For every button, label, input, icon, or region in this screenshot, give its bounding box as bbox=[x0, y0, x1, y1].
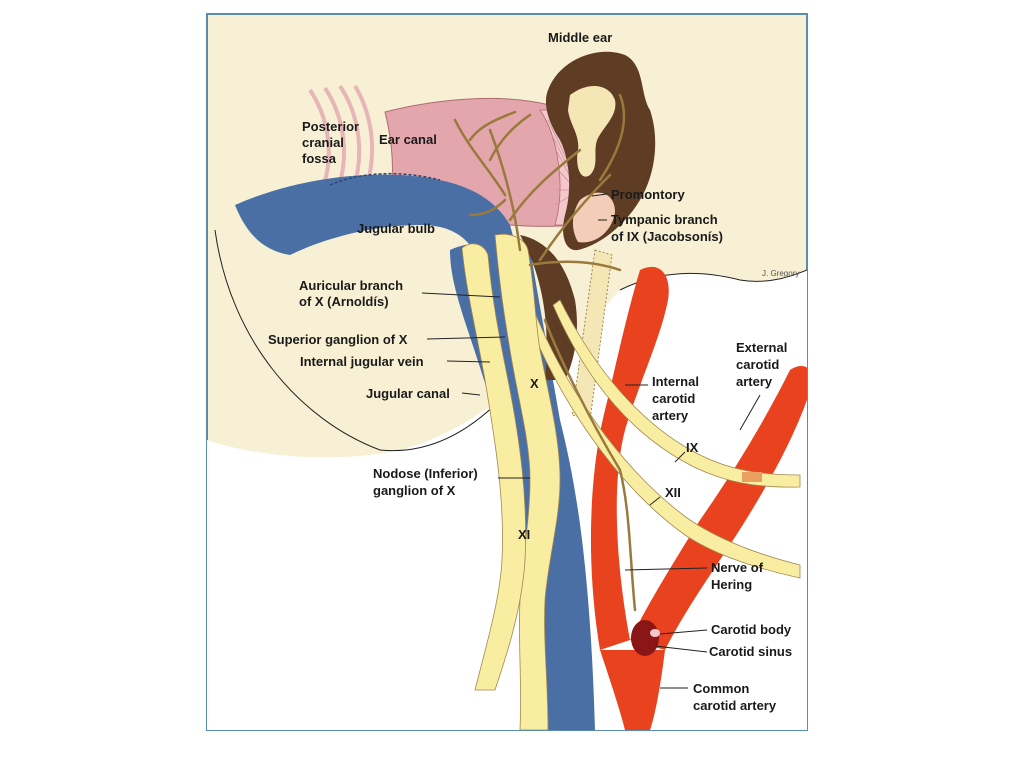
label-internal-jugular-vein: Internal jugular vein bbox=[300, 354, 424, 369]
label-middle-ear: Middle ear bbox=[548, 30, 612, 45]
label-carotid-sinus: Carotid sinus bbox=[709, 644, 792, 659]
label-nerve-xii: XII bbox=[665, 485, 681, 500]
carotid-sinus-shape bbox=[631, 620, 659, 656]
label-external-carotid: External carotid artery bbox=[736, 340, 791, 389]
accessory-nerve-shape bbox=[461, 243, 527, 691]
label-artist-credit: J. Gregory bbox=[762, 269, 799, 278]
label-jugular-canal: Jugular canal bbox=[366, 386, 450, 401]
tissue-edge bbox=[214, 229, 501, 452]
jugular-canal-shape bbox=[520, 235, 577, 380]
label-carotid-body: Carotid body bbox=[711, 622, 792, 637]
label-auricular-branch: Auricular branch of X (Arnoldís) bbox=[299, 278, 407, 309]
label-superior-ganglion: Superior ganglion of X bbox=[268, 332, 408, 347]
common-carotid-artery-shape bbox=[600, 650, 665, 730]
leader-lines bbox=[421, 193, 761, 689]
nerve-ix-shape bbox=[552, 299, 801, 488]
label-internal-carotid: Internal carotid artery bbox=[652, 374, 703, 423]
carotid-body-shape bbox=[650, 629, 660, 637]
label-jugular-bulb: Jugular bulb bbox=[357, 221, 435, 236]
jugular-bulb-shape bbox=[235, 174, 520, 262]
label-posterior-cranial-fossa: Posterior cranial fossa bbox=[302, 119, 363, 166]
external-carotid-artery-shape bbox=[630, 366, 807, 650]
internal-carotid-artery-shape bbox=[590, 266, 669, 650]
label-common-carotid: Common carotid artery bbox=[693, 681, 777, 713]
label-tympanic-branch: Tympanic branch of IX (Jacobsonís) bbox=[611, 212, 723, 244]
ossicles bbox=[568, 85, 616, 177]
label-ear-canal: Ear canal bbox=[379, 132, 437, 147]
label-nerve-ix: IX bbox=[686, 440, 699, 455]
nerve-xii-shape bbox=[521, 299, 801, 579]
label-promontory: Promontory bbox=[611, 187, 685, 202]
vagus-nerve-shape bbox=[494, 233, 561, 730]
label-nerve-xi: XI bbox=[518, 527, 530, 542]
label-nerve-of-hering: Nerve of Hering bbox=[711, 560, 767, 592]
label-nodose-ganglion: Nodose (Inferior) ganglion of X bbox=[373, 466, 481, 498]
nerve-branches bbox=[453, 93, 637, 612]
label-nerve-x: X bbox=[530, 376, 539, 391]
